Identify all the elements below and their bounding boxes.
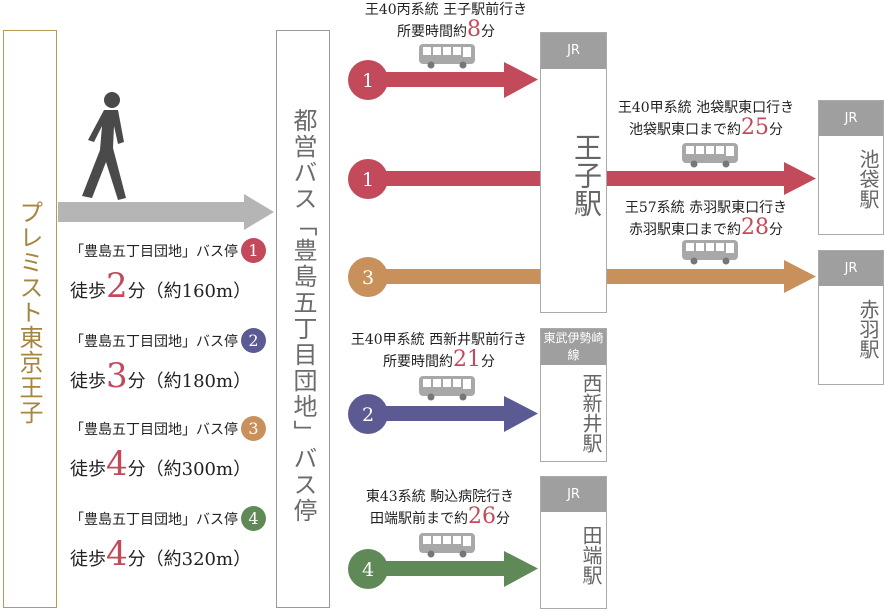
- route-arrow-4: 4: [348, 549, 538, 589]
- stop-number-badge: 2: [241, 328, 266, 353]
- walk-item-1: 「豊島五丁目団地」バス停 1 徒歩2分（約160m）: [70, 238, 270, 303]
- route-line-name: 王40丙系統 王子駅前行き: [364, 2, 528, 18]
- route-time-unit: 分: [496, 511, 510, 527]
- station-nishiarai: 東武伊勢崎線 西新井駅: [540, 328, 607, 462]
- route-number: 1: [362, 70, 374, 92]
- walk-item-4: 「豊島五丁目団地」バス停 4 徒歩4分（約320m）: [70, 506, 270, 571]
- bus-icon: [419, 376, 475, 401]
- walk-distance: （約300m）: [145, 459, 252, 480]
- route-minutes: 25: [741, 115, 769, 140]
- route-minutes: 8: [467, 17, 481, 42]
- route-label-4: 東43系統 駒込病院行き 田端駅前まで約26分: [340, 487, 540, 529]
- walk-unit: 分: [127, 371, 146, 392]
- route-time-prefix: 田端駅前まで約: [370, 511, 468, 527]
- walk-unit: 分: [127, 459, 146, 480]
- route-time-prefix: 池袋駅東口まで約: [629, 122, 741, 138]
- route-time-unit: 分: [481, 354, 495, 370]
- station-line: 東武伊勢崎線: [541, 329, 606, 365]
- route-number: 2: [362, 404, 374, 426]
- walk-stop-label: 「豊島五丁目団地」バス停: [70, 333, 238, 350]
- route-line-name: 東43系統 駒込病院行き: [365, 489, 515, 505]
- origin-box: [3, 30, 57, 608]
- walk-distance: （約160m）: [145, 281, 252, 302]
- walk-prefix: 徒歩: [70, 281, 106, 302]
- station-name: 赤羽駅: [856, 299, 880, 359]
- bus-stop-name: 都営バス「豊島五丁目団地」バス停: [289, 108, 317, 524]
- route-number: 1: [362, 169, 374, 191]
- stop-number-badge: 4: [241, 506, 266, 531]
- route-time-prefix: 赤羽駅東口まで約: [629, 222, 741, 238]
- route-time-unit: 分: [769, 122, 783, 138]
- walk-minutes: 3: [106, 356, 128, 396]
- route-number: 4: [362, 559, 374, 581]
- walk-stop-label: 「豊島五丁目団地」バス停: [70, 243, 238, 260]
- route-time-unit: 分: [481, 24, 495, 40]
- route-number: 3: [362, 267, 374, 289]
- bus-icon: [419, 44, 475, 69]
- route-line-name: 王40甲系統 西新井駅前行き: [350, 332, 528, 348]
- station-name: 田端駅: [579, 525, 603, 585]
- transfer-label-ikebukuro: 王40甲系統 池袋駅東口行き 池袋駅東口まで約25分: [606, 98, 806, 140]
- route-minutes: 28: [741, 215, 769, 240]
- route-time-unit: 分: [769, 222, 783, 238]
- route-arrow-1: 1: [348, 60, 538, 100]
- station-line: JR: [819, 101, 883, 136]
- walk-item-2: 「豊島五丁目団地」バス停 2 徒歩3分（約180m）: [70, 328, 270, 393]
- station-ikebukuro: JR 池袋駅: [818, 100, 884, 235]
- station-line: JR: [819, 251, 883, 286]
- stop-number-badge: 3: [241, 416, 266, 441]
- walk-minutes: 4: [106, 534, 128, 574]
- station-akabane: JR 赤羽駅: [818, 250, 884, 385]
- walk-minutes: 2: [106, 266, 128, 306]
- station-line: JR: [541, 33, 606, 69]
- walk-stop-label: 「豊島五丁目団地」バス停: [70, 511, 238, 528]
- walk-stop-label: 「豊島五丁目団地」バス停: [70, 421, 238, 438]
- transfer-arrow-ikebukuro: [606, 162, 816, 195]
- walking-person-icon: [82, 92, 126, 200]
- route-line-name: 王40甲系統 池袋駅東口行き: [617, 100, 795, 116]
- transfer-arrow-akabane: [606, 260, 816, 293]
- route-line-name: 王57系統 赤羽駅東口行き: [624, 200, 788, 216]
- route-arrow-2: 2: [348, 394, 538, 434]
- station-oji: JR 王子駅: [540, 32, 607, 313]
- station-line: JR: [541, 477, 606, 512]
- walk-distance: （約320m）: [145, 549, 252, 570]
- walk-unit: 分: [127, 281, 146, 302]
- origin-name: プレミスト東京王子: [15, 200, 43, 425]
- bus-icon: [419, 533, 475, 558]
- route-arrow-3: 3: [348, 257, 546, 297]
- transfer-label-akabane: 王57系統 赤羽駅東口行き 赤羽駅東口まで約28分: [606, 198, 806, 240]
- route-arrow-1b: 1: [348, 159, 546, 199]
- station-tabata: JR 田端駅: [540, 476, 607, 609]
- bus-icon: [682, 143, 738, 168]
- route-label-2: 王40甲系統 西新井駅前行き 所要時間約21分: [334, 330, 544, 372]
- station-name: 王子駅: [570, 133, 603, 217]
- station-name: 池袋駅: [856, 149, 880, 209]
- walk-unit: 分: [127, 549, 146, 570]
- stop-number-badge: 1: [241, 238, 266, 263]
- walk-prefix: 徒歩: [70, 459, 106, 480]
- walk-item-3: 「豊島五丁目団地」バス停 3 徒歩4分（約300m）: [70, 416, 270, 481]
- route-time-prefix: 所要時間約: [397, 24, 467, 40]
- route-minutes: 26: [468, 504, 496, 529]
- walk-distance: （約180m）: [145, 371, 252, 392]
- walk-arrow: [58, 194, 274, 230]
- walk-prefix: 徒歩: [70, 549, 106, 570]
- bus-stop-box: [276, 30, 330, 608]
- route-minutes: 21: [453, 347, 481, 372]
- walk-minutes: 4: [106, 444, 128, 484]
- bus-icon: [682, 240, 738, 265]
- walk-prefix: 徒歩: [70, 371, 106, 392]
- route-time-prefix: 所要時間約: [383, 354, 453, 370]
- station-name: 西新井駅: [579, 373, 603, 453]
- route-label-1: 王40丙系統 王子駅前行き 所要時間約8分: [346, 0, 546, 42]
